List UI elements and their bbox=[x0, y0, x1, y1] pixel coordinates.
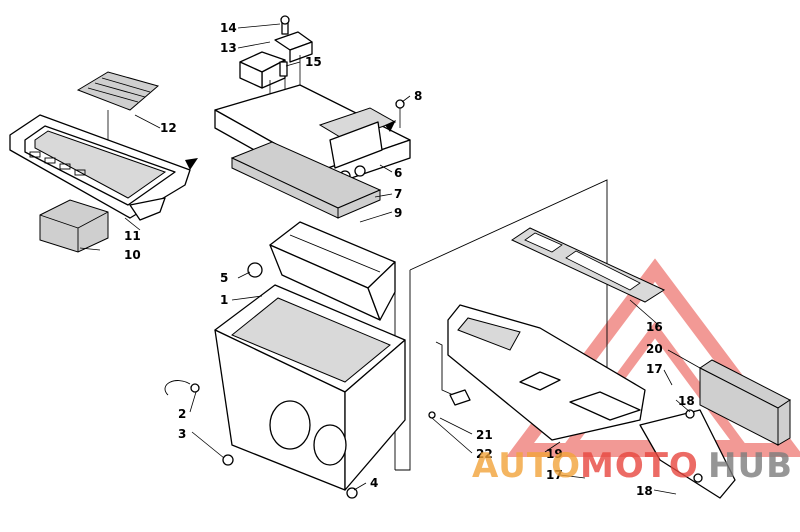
callout-7: 7 bbox=[394, 187, 402, 201]
part-16-gasket bbox=[510, 227, 666, 303]
watermark-auto: AUTO bbox=[472, 446, 581, 486]
callout-12: 12 bbox=[160, 121, 177, 135]
part-20-foam-strip bbox=[699, 359, 791, 446]
leader-lines bbox=[79, 23, 701, 495]
part-7-foam-pad bbox=[230, 141, 382, 219]
callout-22: 22 bbox=[476, 447, 493, 461]
watermark-moto: MOTO bbox=[580, 446, 699, 486]
part-13-14-15-hardware bbox=[239, 15, 313, 120]
callout-18-upper: 18 bbox=[678, 394, 695, 408]
part-9-airbox-lid bbox=[269, 221, 396, 321]
callout-labels: 14 13 15 12 8 6 7 9 11 10 5 1 16 20 17 1… bbox=[124, 21, 695, 498]
callout-9: 9 bbox=[394, 206, 402, 220]
part-12-filter-pad bbox=[76, 71, 160, 140]
callout-6: 6 bbox=[394, 166, 402, 180]
callout-1: 1 bbox=[220, 293, 228, 307]
part-19-intake-duct bbox=[447, 304, 736, 499]
callout-17-lower: 17 bbox=[546, 468, 563, 482]
callout-15: 15 bbox=[305, 55, 322, 69]
part-10-foam-block bbox=[39, 199, 109, 253]
callout-8: 8 bbox=[414, 89, 422, 103]
part-21-22-rod bbox=[428, 341, 471, 419]
callout-11: 11 bbox=[124, 229, 141, 243]
callout-2: 2 bbox=[178, 407, 186, 421]
watermark-hub: HUB bbox=[708, 446, 793, 486]
callout-21: 21 bbox=[476, 428, 493, 442]
callout-16: 16 bbox=[646, 320, 663, 334]
callout-19: 19 bbox=[546, 447, 563, 461]
callout-14: 14 bbox=[220, 21, 237, 35]
callout-17-upper: 17 bbox=[646, 362, 663, 376]
watermark-wordmark: AUTO MOTO HUB bbox=[472, 446, 793, 486]
callout-20: 20 bbox=[646, 342, 663, 356]
callout-5: 5 bbox=[220, 271, 228, 285]
part-11-airbox-cover bbox=[9, 114, 198, 221]
callout-3: 3 bbox=[178, 427, 186, 441]
callout-18-lower: 18 bbox=[636, 484, 653, 498]
callout-4: 4 bbox=[370, 476, 378, 490]
callout-10: 10 bbox=[124, 248, 141, 262]
part-1-airbox bbox=[164, 262, 406, 499]
callout-13: 13 bbox=[220, 41, 237, 55]
